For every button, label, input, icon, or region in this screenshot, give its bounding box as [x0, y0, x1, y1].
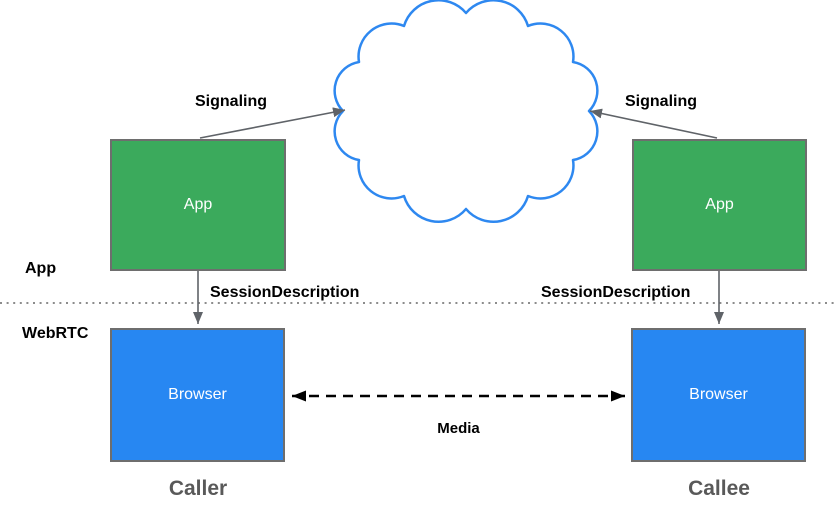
- edge-label-signaling-caller: Signaling: [195, 93, 267, 110]
- edge-label-media: Media: [437, 420, 480, 437]
- edge-label-session-description-callee: SessionDescription: [541, 284, 691, 301]
- node-callee-app-label: App: [705, 196, 734, 213]
- node-caller-browser: Browser: [110, 328, 285, 462]
- edge-label-signaling-callee: Signaling: [625, 93, 697, 110]
- footer-caller: Caller: [168, 477, 228, 500]
- network-cloud-icon: [333, 0, 599, 223]
- edge-label-session-description-caller: SessionDescription: [210, 284, 360, 301]
- footer-callee: Callee: [688, 477, 750, 500]
- signaling-arrow-caller: [199, 107, 346, 139]
- node-caller-browser-label: Browser: [168, 386, 227, 403]
- node-callee-app: App: [632, 139, 807, 271]
- node-callee-browser-label: Browser: [689, 386, 748, 403]
- node-caller-app: App: [110, 139, 286, 271]
- layer-label-app: App: [25, 260, 57, 277]
- node-caller-app-label: App: [183, 196, 213, 213]
- signaling-arrow-callee: [589, 108, 718, 139]
- layer-label-webrtc: WebRTC: [22, 325, 89, 342]
- node-callee-browser: Browser: [631, 328, 806, 462]
